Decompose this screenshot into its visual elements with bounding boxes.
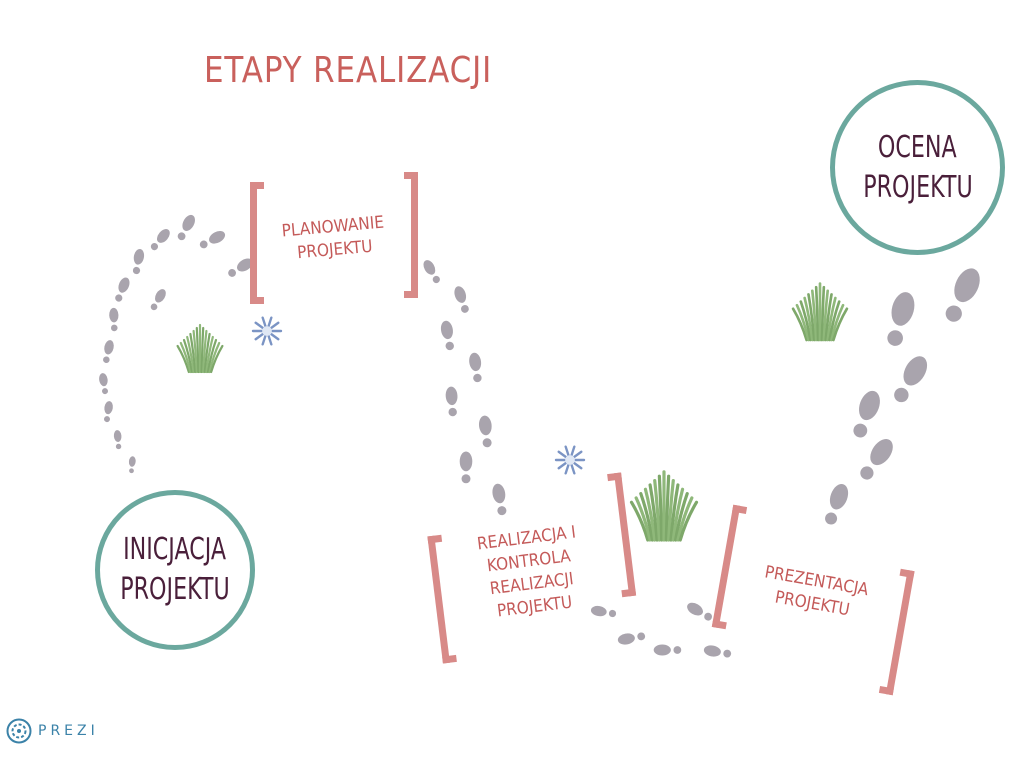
footprint-icon [423,260,440,284]
footprint-icon [469,352,482,383]
stage-ocena-line-2: PROJEKTU [862,169,973,205]
stage-ocena-line-1: OCENA [878,129,957,165]
stage-planowanie: PLANOWANIE PROJEKTU [250,172,418,304]
footprint-icon [109,307,119,332]
prezi-branding: PREZI [6,718,99,744]
footprint-icon [128,456,136,474]
grass-tuft-icon [176,323,224,374]
footprint-icon [853,390,880,438]
footprint-icon [887,292,915,346]
footprint-icon [459,451,473,484]
footprint-icon [703,645,732,658]
bracket-left [250,182,264,304]
stage-prezentacja-text: PREZENTACJA PROJEKTU [730,545,898,641]
footprint-icon [103,401,113,423]
footprint-icon [590,605,617,618]
flower-icon [554,445,586,475]
footprint-icon [199,231,226,249]
footprint-icon [150,289,166,311]
footprint-icon [177,214,195,241]
footprint-icon [894,356,928,403]
bracket-right [404,172,418,298]
grass-tuft-icon [791,282,849,342]
footprint-icon [113,430,122,450]
footprint-icon [115,277,130,302]
footprint-icon [945,268,980,322]
stage-realizacja: REALIZACJA I KONTROLA REALIZACJI PROJEKT… [423,472,642,664]
footprint-icon [103,340,114,364]
stage-realizacja-text: REALIZACJA I KONTROLA REALIZACJI PROJEKT… [444,505,617,642]
grass-tuft-icon [629,470,699,542]
footprint-icon [440,320,454,351]
flower-icon [251,316,283,346]
footprint-icon [653,644,682,656]
footprint-icon [445,386,458,417]
stage-inicjacja: INICJACJA PROJEKTU [95,490,255,650]
footprint-icon [478,415,492,448]
footprint-trail [99,214,980,658]
footprint-icon [492,483,507,516]
footprint-icon [825,483,849,525]
stage-prezentacja: PREZENTACJA PROJEKTU [706,504,921,696]
footprint-icon [687,602,713,621]
diagram-title: ETAPY REALIZACJI [204,50,493,91]
footprint-icon [617,632,646,645]
prezi-logo-icon [6,718,32,744]
stage-planowanie-text: PLANOWANIE PROJEKTU [261,200,406,278]
footprint-icon [132,248,145,275]
footprint-icon [150,229,170,251]
stage-inicjacja-line-2: PROJEKTU [120,572,230,607]
prezi-brand-name: PREZI [38,723,99,739]
footprint-icon [99,373,109,395]
footprint-icon [228,258,253,277]
footprint-icon [454,286,469,313]
stage-inicjacja-line-1: INICJACJA [123,532,227,568]
footprint-icon [860,439,893,480]
plants-layer [176,282,849,542]
stage-ocena: OCENA PROJEKTU [830,80,1005,255]
